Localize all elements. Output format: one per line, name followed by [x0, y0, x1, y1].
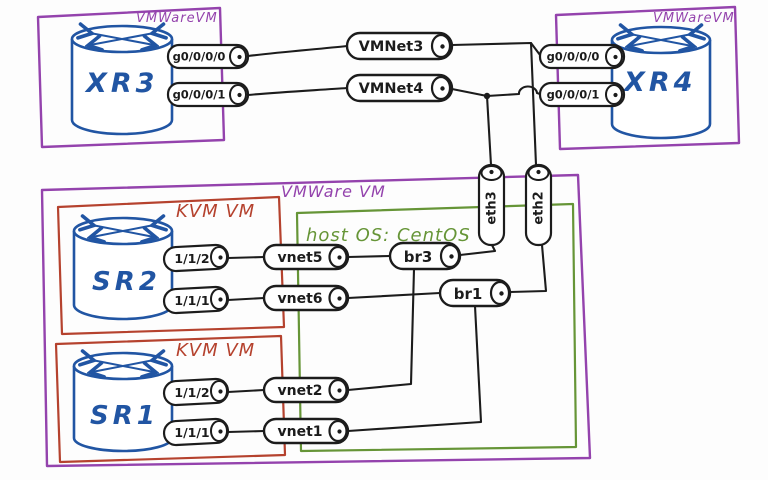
vnet2-label: vnet2 — [277, 383, 322, 399]
xr4-port0-pill: g0/0/0/0 — [538, 43, 626, 70]
xr4-port0-label: g0/0/0/0 — [547, 50, 600, 64]
cable-end-icon — [337, 388, 342, 393]
eth2-label: eth2 — [532, 191, 547, 224]
cable-end-icon — [536, 169, 541, 175]
wire-xr3p0-vmnet3 — [246, 44, 349, 58]
router-xr3: XR3 — [70, 26, 174, 136]
cable-end-icon — [440, 44, 445, 49]
cable-end-icon — [237, 54, 242, 60]
cable-end-icon — [337, 296, 342, 301]
eth3-pill: eth3 — [477, 163, 506, 247]
wire-br1-vnet1 — [346, 304, 483, 433]
xr3-cylinder-body — [70, 39, 174, 136]
br3-pill: br3 — [388, 241, 462, 271]
cable-end-icon — [613, 54, 618, 60]
vnet1-pill: vnet1 — [262, 417, 350, 445]
xr4-port1-label: g0/0/0/1 — [547, 88, 600, 102]
router-arrows-icon — [90, 33, 154, 45]
kvm-vm-label-sr2: KVM VM — [176, 201, 255, 222]
vnet2-pill: vnet2 — [262, 376, 350, 404]
router-sr2: SR2 — [72, 218, 174, 321]
vnet1-label: vnet1 — [277, 424, 322, 440]
br3-label: br3 — [404, 248, 433, 266]
wire-vmnet3-eth2 — [529, 41, 538, 167]
wire-sr2p0-vnet5 — [226, 255, 266, 260]
kvm-vm-label-sr1: KVM VM — [176, 340, 255, 361]
xr4-cylinder-body — [610, 40, 712, 140]
wire-vmnet4-xr4p1 — [450, 85, 542, 98]
sr1-port1-pill: 1/1/1 — [162, 417, 230, 447]
vmware-vm-box-xr3 — [36, 6, 226, 149]
eth2-pill: eth2 — [524, 163, 553, 247]
cable-end-icon — [489, 169, 494, 175]
vmware-vm-label-xr3: VMWareVM — [136, 11, 218, 26]
sr1-port0-pill: 1/1/2 — [162, 377, 230, 407]
wire-vmnet3-xr4p0 — [450, 41, 542, 57]
wire-junction-dot — [483, 92, 491, 100]
vmnet4-pill: VMNet4 — [345, 73, 454, 103]
cable-end-icon — [237, 92, 242, 98]
cable-end-icon — [337, 429, 342, 434]
wire-sr1p1-vnet1 — [226, 429, 266, 434]
sr1-port0-label: 1/1/2 — [174, 385, 209, 400]
sr2-port0-label: 1/1/2 — [174, 251, 209, 266]
eth3-label: eth3 — [485, 191, 500, 224]
xr3-port1-label: g0/0/0/1 — [173, 88, 226, 102]
br1-pill: br1 — [438, 278, 512, 308]
wire-br3-vnet2 — [346, 267, 416, 392]
vmnet3-pill: VMNet3 — [345, 31, 454, 61]
wire-xr3p1-vmnet4 — [246, 86, 349, 97]
vmware-vm-label-xr4: VMWareVM — [653, 11, 735, 26]
vnet6-label: vnet6 — [277, 291, 322, 307]
br1-label: br1 — [454, 285, 483, 303]
sr2-port0-pill: 1/1/2 — [162, 243, 230, 273]
xr3-port0-pill: g0/0/0/0 — [166, 43, 250, 70]
router-arrows-icon — [92, 225, 154, 237]
cable-end-icon — [218, 255, 223, 260]
cable-end-icon — [218, 389, 223, 394]
sr2-name: SR2 — [92, 267, 161, 297]
vmnet4-label: VMNet4 — [359, 81, 424, 97]
wire-vnet6-br1 — [346, 291, 442, 300]
cable-end-icon — [218, 297, 223, 302]
host-os-label: host OS: CentOS — [306, 225, 471, 246]
vnet5-pill: vnet5 — [262, 243, 350, 271]
wire-sr1p0-vnet2 — [226, 388, 266, 394]
cable-end-icon — [613, 92, 618, 98]
router-arrows-icon — [630, 34, 692, 46]
xr3-port0-label: g0/0/0/0 — [173, 50, 226, 64]
sr1-name: SR1 — [90, 401, 159, 431]
wire-br1-eth2 — [508, 243, 548, 294]
kvm-vm-box-sr1 — [54, 334, 287, 464]
wire-sr2p1-vnet6 — [226, 296, 266, 302]
vnet5-label: vnet5 — [277, 250, 322, 266]
vnet6-pill: vnet6 — [262, 284, 350, 312]
sr2-port1-label: 1/1/1 — [174, 293, 209, 308]
wire-br3-eth3 — [458, 243, 497, 257]
xr3-name: XR3 — [84, 68, 158, 99]
cable-end-icon — [218, 429, 223, 434]
wire-vnet5-br3 — [346, 254, 392, 259]
vmnet3-label: VMNet3 — [359, 39, 424, 55]
wire-vmnet4-eth3 — [485, 94, 493, 167]
cable-end-icon — [440, 86, 445, 91]
cable-end-icon — [449, 254, 454, 259]
cable-end-icon — [499, 291, 504, 296]
router-xr4: XR4 — [610, 27, 712, 140]
sr1-port1-label: 1/1/1 — [174, 425, 209, 440]
vmware-vm-label-host: VMWare VM — [281, 182, 386, 201]
router-sr1: SR1 — [72, 353, 174, 453]
router-arrows-icon — [92, 360, 154, 372]
sr2-port1-pill: 1/1/1 — [162, 285, 230, 315]
xr4-name: XR4 — [622, 67, 696, 98]
cable-end-icon — [337, 255, 342, 260]
vmware-vm-box-host — [40, 173, 592, 468]
xr4-port1-pill: g0/0/0/1 — [538, 81, 626, 108]
xr3-port1-pill: g0/0/0/1 — [166, 81, 250, 108]
kvm-vm-box-sr2 — [56, 195, 286, 336]
